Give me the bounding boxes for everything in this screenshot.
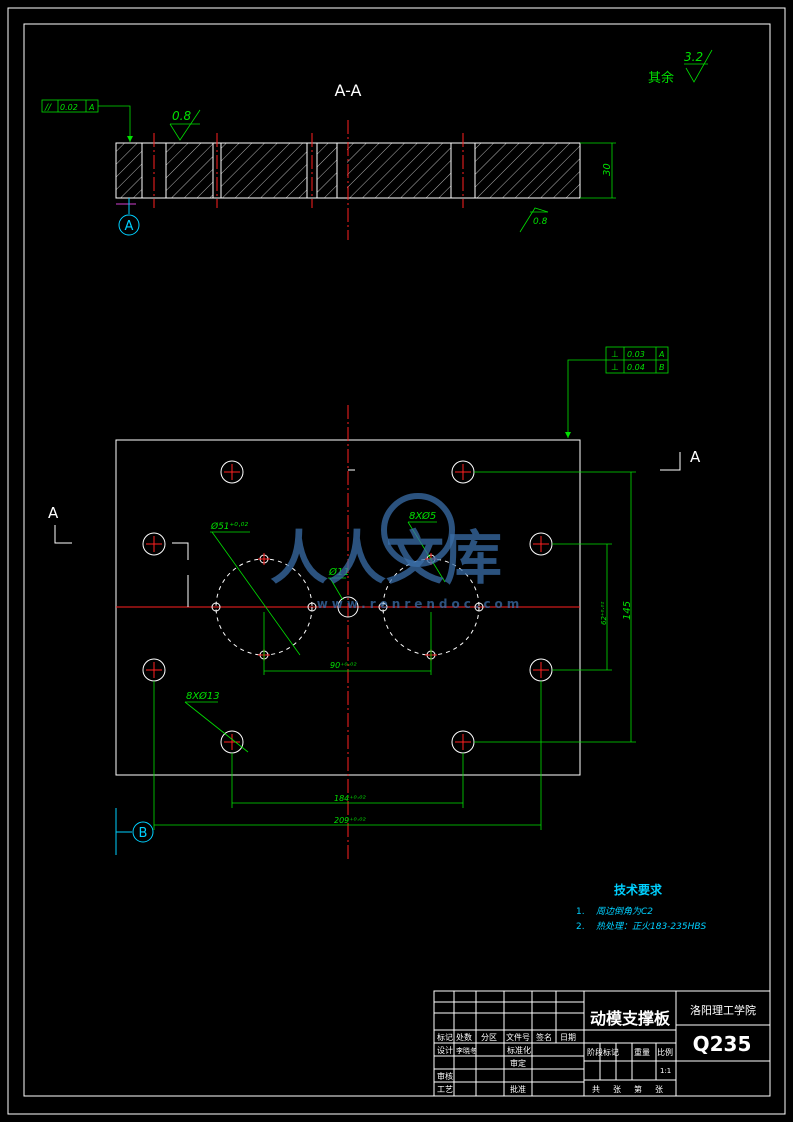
parallel-symbol: //	[44, 103, 52, 113]
watermark-text: 人人文库	[270, 524, 502, 592]
part-name: 动模支撑板	[590, 1009, 671, 1028]
dim-90: 90⁺⁰·⁰²	[330, 661, 357, 670]
tech-item-1-num: 1.	[576, 907, 585, 917]
tolerance-frame-perp: ⊥ 0.03 A ⊥ 0.04 B	[565, 346, 669, 438]
tb-weight: 重量	[634, 1047, 650, 1057]
tb-row-design: 设计	[437, 1045, 453, 1055]
tech-item-2-num: 2.	[576, 922, 585, 932]
roughness-other: 其余 3.2	[648, 49, 713, 86]
perp-value-2: 0.04	[627, 363, 645, 372]
roughness-other-value: 3.2	[684, 50, 703, 64]
tb-row-standard: 标准化	[507, 1045, 531, 1055]
tb-total: 共	[592, 1085, 600, 1094]
inner-frame	[23, 23, 771, 1097]
tb-col-zone: 分区	[481, 1033, 497, 1042]
tb-stage-mark: 阶段标记	[587, 1047, 619, 1057]
perp-symbol-1: ⊥	[611, 350, 619, 360]
parallel-datum: A	[88, 103, 94, 112]
parallel-value: 0.02	[60, 103, 78, 112]
roughness-top-icon	[169, 109, 201, 141]
tb-designer: 李晓冬	[456, 1046, 477, 1055]
roughness-bottom: 0.8	[533, 217, 548, 227]
tb-row-process: 工艺	[437, 1085, 453, 1094]
center-hole	[337, 596, 359, 618]
perp-datum-2: B	[659, 363, 665, 372]
roughness-other-label: 其余	[648, 70, 674, 86]
datum-a-marker	[118, 214, 140, 236]
datum-b-marker	[132, 821, 154, 843]
section-marker-right: A	[690, 448, 701, 466]
watermark-url: www.renrendoc.com	[317, 597, 524, 611]
material: Q235	[693, 1032, 752, 1056]
perp-symbol-2: ⊥	[611, 363, 619, 373]
dim-184: 184⁺⁰·⁰²	[334, 794, 366, 803]
tb-sheet-no: 第	[634, 1084, 642, 1094]
perp-value-1: 0.03	[627, 350, 645, 359]
tech-title: 技术要求	[614, 882, 663, 897]
datum-a-label: A	[125, 219, 134, 234]
tb-col-date: 日期	[560, 1033, 576, 1042]
perp-datum-1: A	[658, 350, 664, 359]
dim-large-holes: 8XØ13	[186, 690, 220, 702]
tech-requirements: 技术要求 1. 周边倒角为C2 2. 热处理：正火183-235HBS	[576, 882, 707, 932]
plan-view: A A ⊥ 0.03 A ⊥ 0.04 B	[48, 346, 701, 860]
thickness-dim: 30	[602, 163, 613, 176]
dim-small-holes: 8XØ5	[409, 510, 436, 522]
tb-col-mark: 标记	[437, 1032, 453, 1042]
tb-col-doc: 文件号	[506, 1032, 530, 1042]
dim-center-hole: Ø11	[328, 566, 350, 578]
dim-bolt-circle: Ø51⁺⁰·⁰²	[210, 521, 248, 532]
section-marker-left: A	[48, 504, 59, 522]
dim-145: 145	[622, 601, 633, 620]
tb-sheets-1: 张	[613, 1085, 621, 1094]
watermark: 人人文库 www.renrendoc.com	[270, 493, 524, 611]
dim-62: 62⁺⁰·⁰²	[600, 602, 608, 625]
section-title: A-A	[335, 81, 362, 100]
tb-row-check: 审核	[437, 1071, 453, 1081]
tech-item-2: 热处理：正火183-235HBS	[596, 921, 707, 932]
school-name: 洛阳理工学院	[690, 1003, 756, 1017]
outer-frame	[7, 7, 786, 1115]
tb-col-sign: 签名	[536, 1032, 552, 1042]
datum-b-label: B	[139, 826, 148, 841]
tb-row-review: 审定	[510, 1058, 526, 1068]
roughness-top: 0.8	[172, 109, 191, 123]
title-block: 标记 处数 分区 文件号 签名 日期 设计 李晓冬 标准化 审核 工艺 批准 审…	[433, 990, 771, 1097]
tb-col-count: 处数	[456, 1032, 472, 1042]
tb-sheets-2: 张	[655, 1085, 663, 1094]
tb-scale-label: 比例	[657, 1047, 673, 1057]
roughness-other-icon	[685, 49, 713, 83]
tb-row-approve: 批准	[510, 1084, 526, 1094]
dim-209: 209⁺⁰·⁰²	[334, 816, 366, 825]
tb-scale: 1:1	[660, 1067, 671, 1075]
section-view: A-A 30 0.8 0.8	[41, 81, 616, 240]
roughness-bottom-icon	[519, 207, 549, 233]
large-holes	[142, 460, 553, 754]
tech-item-1: 周边倒角为C2	[596, 906, 653, 917]
